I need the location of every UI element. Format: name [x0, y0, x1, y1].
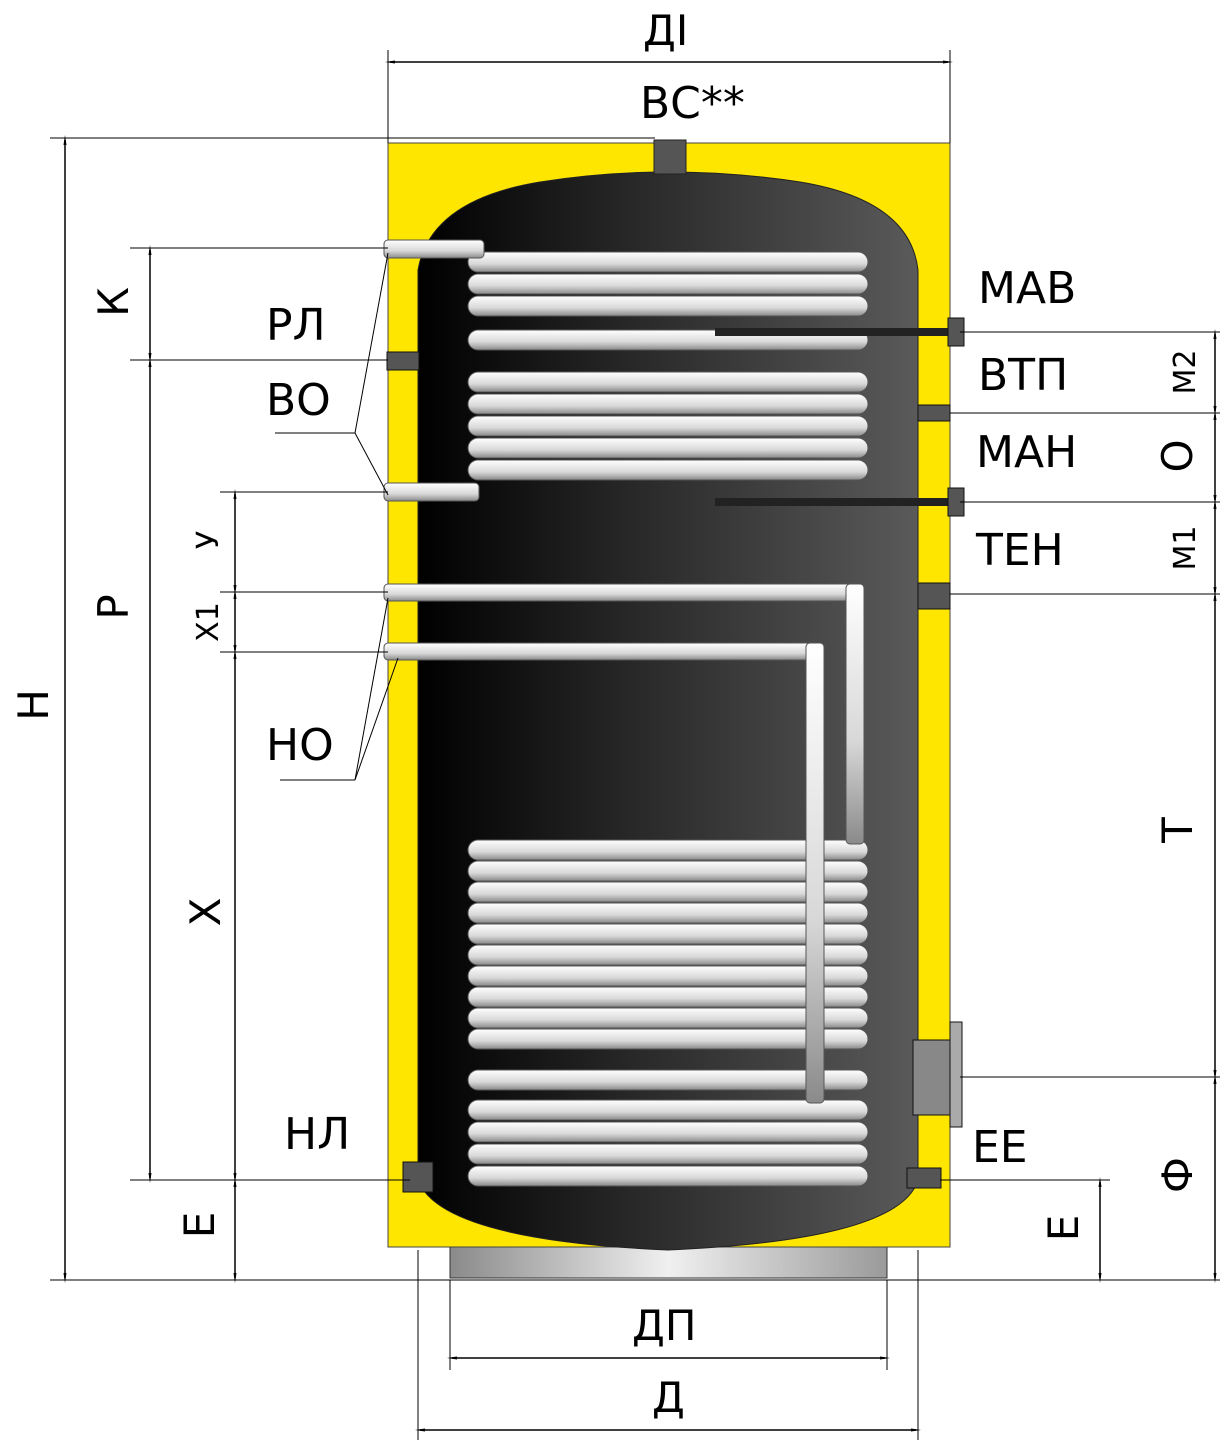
- dim-p: Р: [89, 594, 138, 619]
- dim-f: Ф: [1153, 1157, 1202, 1193]
- heat-exchanger-coils: [467, 251, 869, 1187]
- dim-height: Н: [9, 689, 58, 721]
- extension-lines: [50, 50, 1220, 1440]
- label-no: НО: [266, 720, 334, 771]
- coil-turn: [467, 944, 869, 966]
- label-mav: МАВ: [978, 263, 1076, 314]
- dim-e-right: Е: [1039, 1215, 1088, 1242]
- label-nl: НЛ: [284, 1109, 350, 1160]
- coil-turn: [467, 1028, 869, 1050]
- label-ee: ЕЕ: [972, 1122, 1028, 1173]
- top-port: [653, 139, 687, 175]
- coil-turn: [467, 295, 869, 317]
- dim-x: Х: [181, 898, 230, 927]
- dim-t: Т: [1153, 817, 1202, 844]
- dimension-lines: [63, 60, 1217, 1432]
- dim-k: К: [89, 287, 138, 317]
- coil-turn: [467, 393, 869, 415]
- coil-turn: [467, 839, 869, 861]
- coil-turn: [467, 415, 869, 437]
- internal-pipes: [383, 239, 960, 1104]
- coil-turn: [467, 1069, 869, 1091]
- label-ten: ТЕН: [975, 525, 1064, 576]
- dim-e-left: Е: [175, 1212, 224, 1239]
- dim-tank-diameter: Д: [652, 1373, 685, 1422]
- dim-o: О: [1153, 439, 1202, 472]
- coil-turn: [467, 251, 869, 273]
- coil-turn: [467, 1007, 869, 1029]
- coil-turn: [467, 437, 869, 459]
- dim-m2: М2: [1168, 350, 1203, 395]
- coil-turn: [467, 1121, 869, 1143]
- coil-turn: [467, 860, 869, 882]
- coil-turn: [467, 965, 869, 987]
- dim-u: У: [191, 531, 226, 549]
- leader-lines: [275, 252, 399, 781]
- coil-turn: [467, 273, 869, 295]
- label-vtp: ВТП: [978, 350, 1068, 401]
- dim-x1: Х1: [191, 602, 226, 642]
- coil-turn: [467, 923, 869, 945]
- coil-turn: [467, 902, 869, 924]
- coil-turn: [467, 1143, 869, 1165]
- coil-turn: [467, 986, 869, 1008]
- coil-turn: [467, 1165, 869, 1187]
- label-vo: ВО: [266, 375, 331, 426]
- label-top-connection: ВС**: [640, 78, 745, 129]
- side-fittings: [386, 317, 965, 1193]
- coil-turn: [467, 1099, 869, 1121]
- dim-m1: М1: [1168, 526, 1203, 571]
- coil-turn: [467, 459, 869, 481]
- coil-turn: [467, 881, 869, 903]
- dim-stand-diameter: ДП: [632, 1301, 696, 1350]
- label-rl: РЛ: [266, 300, 326, 351]
- label-man: МАН: [976, 427, 1077, 478]
- dim-outer-diameter: ДІ: [643, 6, 688, 55]
- coil-turn: [467, 371, 869, 393]
